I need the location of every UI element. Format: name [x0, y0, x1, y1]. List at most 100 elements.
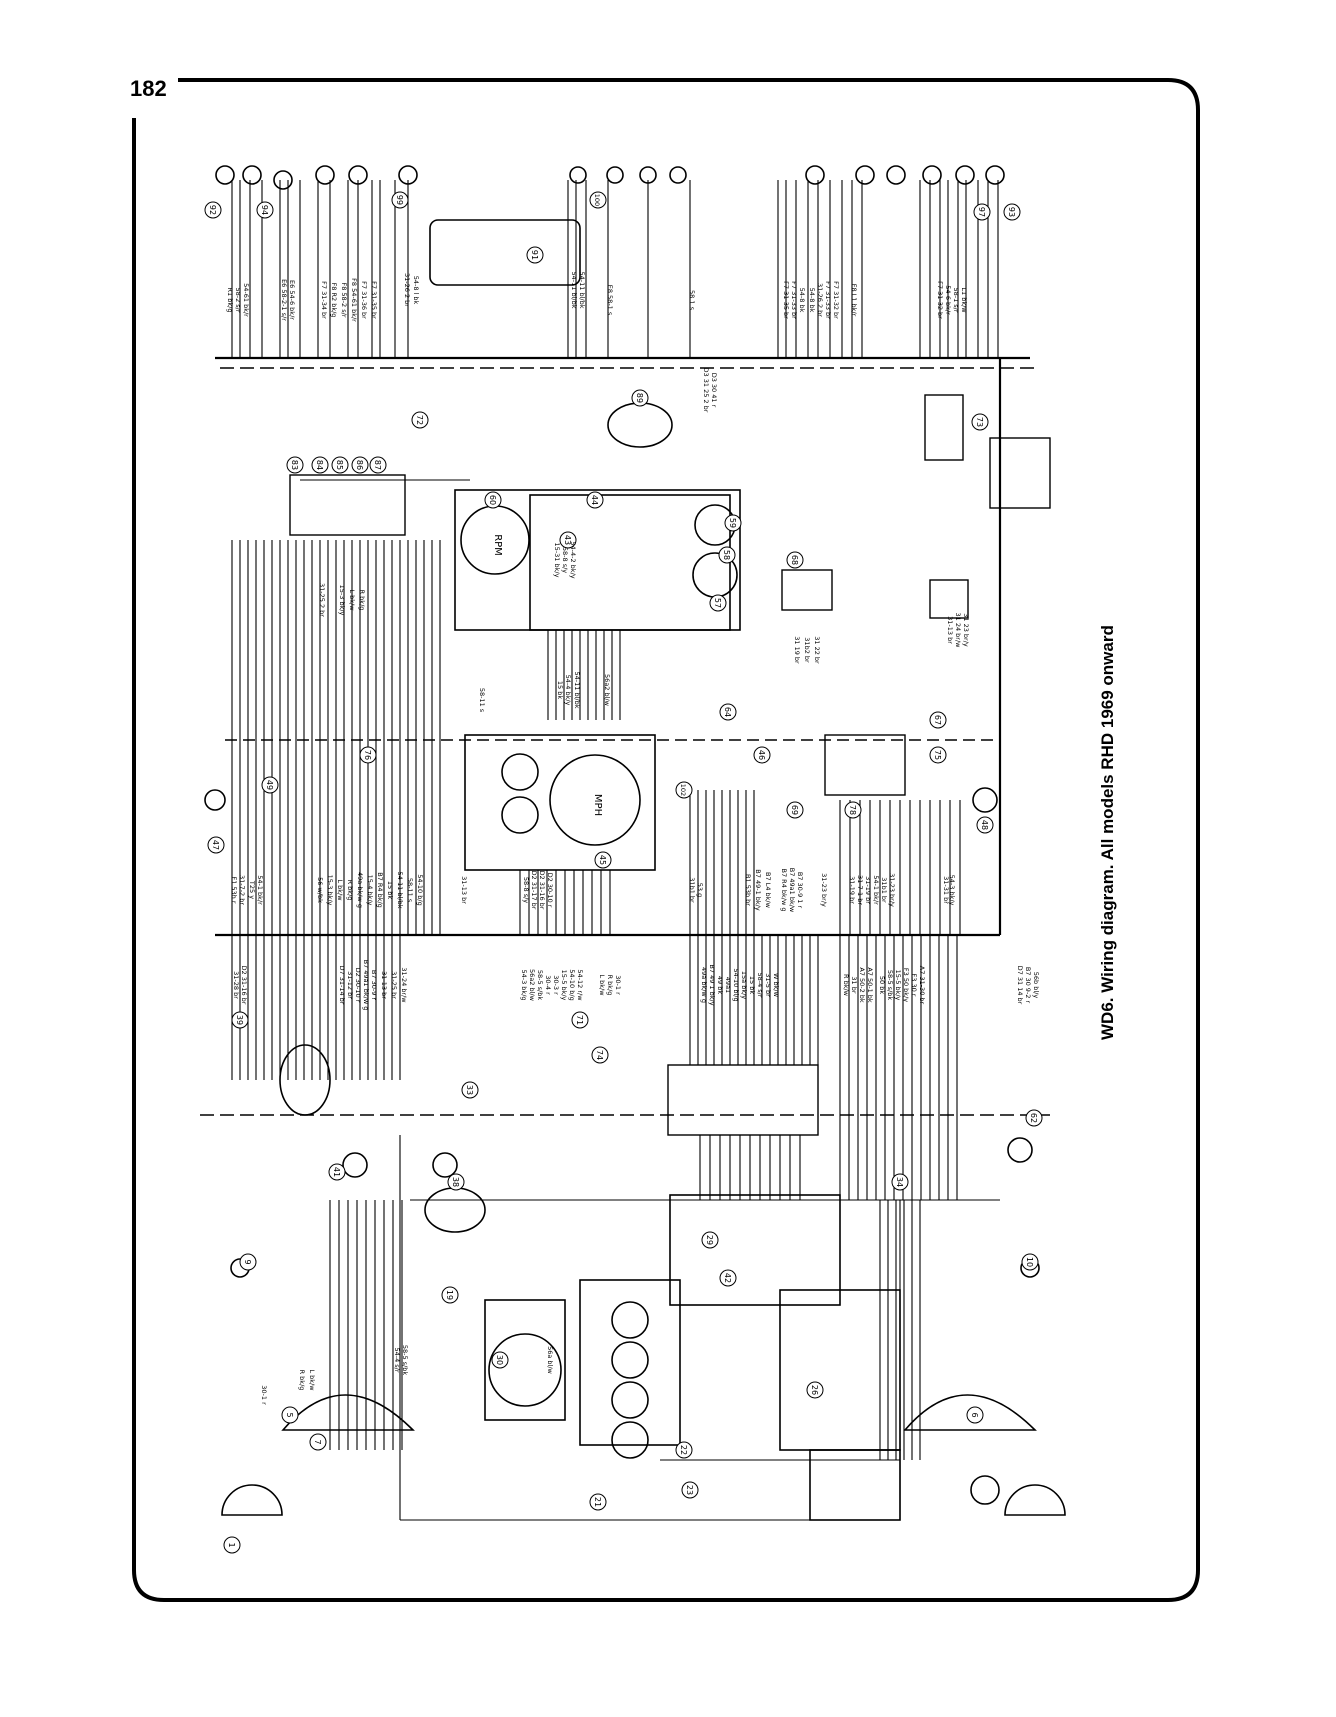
- component-42-label: 42: [719, 1269, 737, 1287]
- svg-text:5: 5: [285, 1412, 294, 1417]
- wire-label: 54-12 r/w: [576, 969, 584, 1001]
- wire-label: 58-5 s/bk: [401, 1345, 409, 1376]
- svg-text:84: 84: [315, 460, 324, 470]
- wire-label: 31-7-1 br: [856, 875, 864, 905]
- wire-label: L bk/w: [336, 879, 344, 901]
- svg-text:39: 39: [235, 1015, 244, 1025]
- wire-label: B7 R4 bk/g: [376, 872, 384, 908]
- page-number: 182: [130, 76, 167, 101]
- mph-label: MPH: [592, 794, 603, 816]
- wire-label: D7 31-14 br: [338, 966, 346, 1005]
- wire-label: R bk/g: [606, 975, 614, 996]
- wire-label: F7 31-33 br: [824, 281, 832, 319]
- wire-label: F3 30 r: [910, 974, 918, 997]
- wire-label: R bk/w: [842, 974, 850, 997]
- svg-text:97: 97: [977, 207, 986, 217]
- wire-label: D3 30 41 r: [710, 373, 718, 408]
- wire-label: D2 30-10 r: [354, 968, 362, 1003]
- svg-text:85: 85: [335, 460, 344, 470]
- component-23-label: 23: [681, 1481, 699, 1499]
- svg-text:26: 26: [810, 1385, 819, 1395]
- wire-label: 54-8 l bk: [412, 276, 420, 305]
- wire-label: 31b1 br: [688, 877, 696, 903]
- wire-label: E6 54-6 bk/r: [288, 280, 296, 320]
- wire-label: 30-1 r: [614, 975, 622, 995]
- wire-label: D7 31 14 br: [1016, 966, 1024, 1005]
- wire-label: 31-13 br: [380, 971, 388, 999]
- component-97-label: 97: [973, 203, 991, 221]
- svg-text:45: 45: [598, 855, 607, 865]
- svg-text:58: 58: [722, 550, 731, 560]
- component-58-label: 58: [718, 546, 736, 564]
- wire-label: F7 31-36 br: [360, 281, 368, 319]
- component-33-label: 33: [461, 1081, 479, 1099]
- svg-text:7: 7: [313, 1439, 322, 1444]
- component-44-label: 44: [586, 491, 604, 509]
- svg-text:6: 6: [970, 1412, 979, 1417]
- component-30-label: 30: [491, 1351, 509, 1369]
- svg-text:33: 33: [465, 1085, 474, 1095]
- wire-label: B7 30-9 r: [370, 970, 378, 1000]
- wire-label: F7 31-32 br: [936, 281, 944, 319]
- wire-label: 58-1 s/r: [952, 287, 960, 312]
- wire-label: D2 30-10 r: [546, 873, 554, 908]
- wire-label: 54-10 b/g: [568, 969, 576, 1000]
- wire-label: D2 31-16 br: [240, 966, 248, 1005]
- svg-text:23: 23: [685, 1485, 694, 1495]
- component-57-label: 57: [709, 594, 727, 612]
- lamp-symbols: [204, 165, 1066, 1516]
- wire-label: 54-8 bk: [808, 288, 816, 313]
- component-94-label: 94: [256, 201, 274, 219]
- wire-label: D2 31-17 br: [530, 871, 538, 910]
- wire-label: D3 31 25 2 br: [702, 368, 710, 413]
- wire-label: 58-2 s/r: [234, 287, 242, 312]
- wire-label: 15-3 bk/y: [338, 585, 346, 616]
- wire-label: F7 31-35 br: [370, 281, 378, 319]
- component-100-label: 100: [589, 191, 607, 209]
- wire-label: 56a bl/w: [546, 1346, 554, 1374]
- wire-label: B7 49a1 bk/w: [788, 868, 796, 913]
- component-6-label: 6: [966, 1406, 984, 1424]
- wire-label: B7 30-9 1 r: [796, 872, 804, 909]
- wire-label: D2 31-16 br: [538, 871, 546, 910]
- svg-text:89: 89: [635, 393, 644, 403]
- wire-label: F8 58-2 s/r: [340, 282, 348, 317]
- component-64-label: 64: [719, 703, 737, 721]
- wire-label: B7 49 1 bk/y: [708, 964, 716, 1005]
- wire-label: 54-3 bk/y: [948, 875, 956, 906]
- wire-label: 58 1 s: [688, 290, 696, 311]
- wire-label: 30-3 r: [552, 975, 560, 995]
- wire-label: 15 bk: [556, 681, 564, 699]
- wire-label: 31-19 br: [848, 876, 856, 904]
- wire-label: 31-28 br: [232, 971, 240, 999]
- component-76-label: 76: [359, 746, 377, 764]
- component-85-label: 85: [331, 456, 349, 474]
- svg-text:60: 60: [488, 495, 497, 505]
- svg-text:42: 42: [723, 1273, 732, 1283]
- svg-text:69: 69: [790, 805, 799, 815]
- svg-text:86: 86: [355, 460, 364, 470]
- wire-label: 54-11 bl/bk: [578, 272, 586, 309]
- wire-label: A7 50-1 bk: [866, 967, 874, 1003]
- svg-text:1: 1: [227, 1542, 236, 1547]
- wire-label: W bk/w: [772, 973, 780, 998]
- component-86-label: 86: [351, 456, 369, 474]
- component-29-label: 29: [701, 1231, 719, 1249]
- svg-text:19: 19: [445, 1290, 454, 1300]
- wire-label: 31-19 br: [864, 876, 872, 904]
- wire-label: 31-12 br: [346, 971, 354, 999]
- component-67-label: 67: [929, 711, 947, 729]
- wire-label: 58-11 s: [478, 688, 486, 713]
- component-71-label: 71: [571, 1011, 589, 1029]
- wire-label: 31-5 br: [764, 973, 772, 997]
- svg-text:43: 43: [563, 535, 572, 545]
- wiring-loom: [200, 356, 1050, 1116]
- wire-label: 31b1 br: [880, 877, 888, 903]
- component-73-label: 73: [971, 413, 989, 431]
- wire-label: 31-26 2 br: [816, 283, 824, 317]
- svg-text:71: 71: [575, 1015, 584, 1025]
- engine-components: [484, 1194, 901, 1521]
- component-89-label: 89: [631, 389, 649, 407]
- wire-label: 56 w/bk: [316, 877, 324, 903]
